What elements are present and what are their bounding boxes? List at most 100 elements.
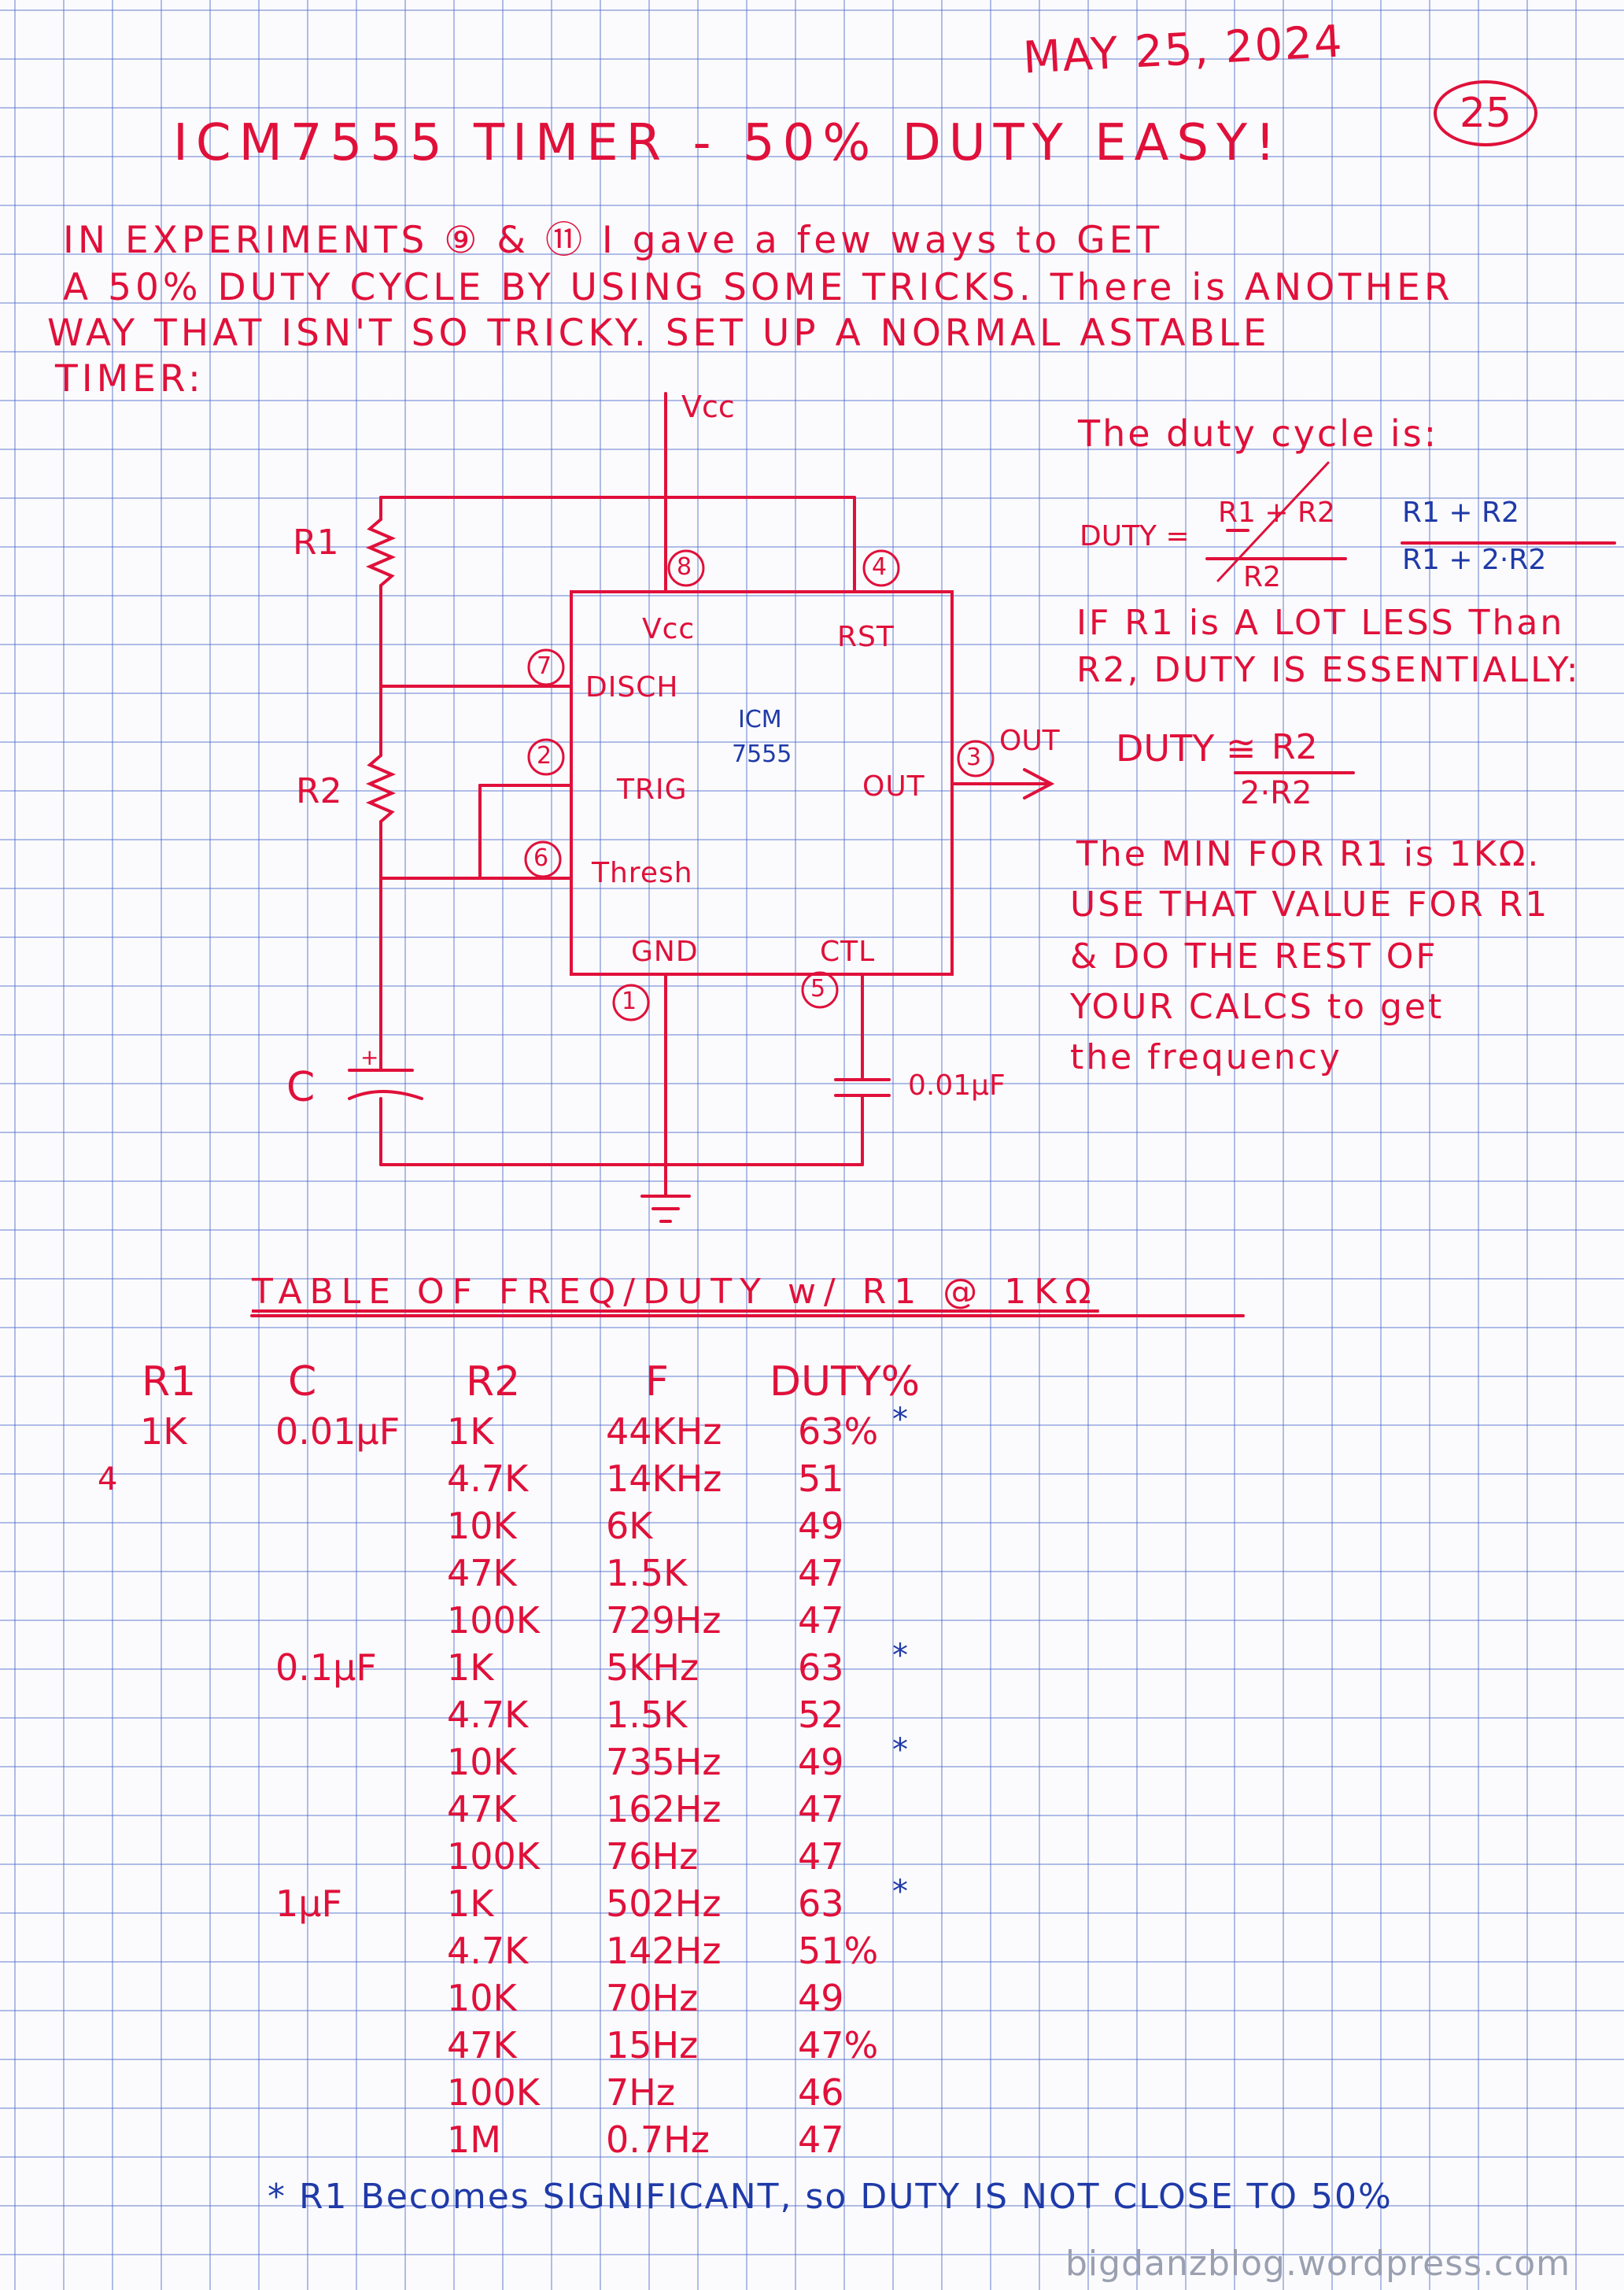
table-cell-r1: 1K [140, 1410, 187, 1453]
table-header-f: F [645, 1358, 669, 1405]
table-header-r2: R2 [466, 1358, 521, 1405]
table-cell-r2: 47K [447, 1788, 517, 1830]
table-cell-duty: 47 [798, 1835, 844, 1878]
table-cell-r2: 10K [447, 1977, 517, 2019]
table-cell-r2: 10K [447, 1505, 517, 1547]
table-cell-r2: 4.7K [447, 1457, 529, 1500]
approx-duty-label: DUTY ≅ [1116, 727, 1257, 770]
table-cell-r2: 100K [447, 1599, 540, 1642]
table-cell-c: 0.1µF [275, 1646, 377, 1689]
capacitor-c-label: C [286, 1064, 316, 1111]
table-cell-r2: 47K [447, 1552, 517, 1594]
pin-out-name: OUT [862, 770, 925, 803]
pin-trig-name: TRIG [617, 774, 688, 806]
table-cell-duty: 49 [798, 1505, 844, 1547]
table-cell-f: 735Hz [606, 1741, 722, 1783]
table-header-duty: DUTY% [770, 1358, 921, 1405]
pin-ctl-name: CTL [820, 936, 876, 968]
table-cell-duty: 47 [798, 1788, 844, 1830]
table-cell-duty: 46 [798, 2071, 844, 2114]
table-cell-duty: 51% [798, 1930, 879, 1972]
table-cell-f: 5KHz [606, 1646, 699, 1689]
watermark: bigdanzblog.wordpress.com [1065, 2244, 1571, 2284]
capacitor-plus-label: + [360, 1044, 379, 1070]
table-cell-f: 6K [606, 1505, 653, 1547]
duty-heading: The duty cycle is: [1078, 412, 1439, 455]
pin-rst-name: RST [837, 621, 895, 653]
pin-gnd-name: GND [631, 936, 699, 968]
fraction-2-numerator: R1 + R2 [1402, 497, 1519, 529]
pin-5-number: 5 [810, 975, 826, 1003]
table-header-r1: R1 [142, 1358, 197, 1405]
ctl-cap-value: 0.01µF [908, 1069, 1006, 1102]
table-cell-f: 1.5K [606, 1552, 688, 1594]
intro-line-4: TIMER: [55, 357, 205, 401]
pin-3-number: 3 [966, 744, 982, 771]
table-cell-c: 0.01µF [275, 1410, 400, 1453]
table-cell-r2: 1K [447, 1882, 494, 1925]
pin-6-number: 6 [533, 844, 549, 872]
table-cell-r2: 4.7K [447, 1930, 529, 1972]
table-cell-c: 1µF [275, 1882, 342, 1925]
table-cell-star: * [892, 1732, 908, 1768]
min-r1-line-5: the frequency [1070, 1037, 1342, 1077]
pin-vcc-name: Vcc [642, 613, 696, 645]
duty-equals-label: DUTY = [1080, 520, 1190, 552]
pin-4-number: 4 [872, 553, 888, 581]
table-cell-f: 76Hz [606, 1835, 699, 1878]
min-r1-line-4: YOUR CALCS to get [1070, 987, 1445, 1027]
table-cell-f: 1.5K [606, 1693, 688, 1736]
footnote: * R1 Becomes SIGNIFICANT, so DUTY IS NOT… [268, 2177, 1393, 2217]
min-r1-line-1: The MIN FOR R1 is 1KΩ. [1076, 834, 1541, 874]
table-cell-duty: 63 [798, 1646, 844, 1689]
table-cell-star: * [892, 1402, 908, 1438]
table-title: TABLE OF FREQ/DUTY w/ R1 @ 1KΩ [252, 1272, 1099, 1312]
table-cell-duty: 49 [798, 1741, 844, 1783]
table-cell-f: 729Hz [606, 1599, 722, 1642]
out-arrow-label: OUT [999, 725, 1060, 757]
table-cell-f: 7Hz [606, 2071, 676, 2114]
pin-8-number: 8 [677, 553, 692, 581]
table-cell-r2: 100K [447, 1835, 540, 1878]
pin-2-number: 2 [537, 742, 552, 770]
page-title: ICM7555 TIMER - 50% DUTY EASY! [173, 114, 1283, 172]
table-cell-f: 14KHz [606, 1457, 722, 1500]
ic-name-line-2: 7555 [732, 741, 792, 768]
table-cell-r2: 1M [447, 2118, 501, 2161]
vcc-supply-label: Vcc [681, 390, 735, 424]
fraction-2-denominator: R1 + 2·R2 [1402, 544, 1547, 576]
intro-line-3: WAY THAT ISN'T SO TRICKY. SET UP A NORMA… [47, 312, 1271, 355]
table-cell-r2: 1K [447, 1646, 494, 1689]
page-number-circle: 25 [1434, 80, 1537, 146]
table-cell-r2: 10K [447, 1741, 517, 1783]
table-cell-f: 15Hz [606, 2024, 699, 2067]
if-line-1: IF R1 is A LOT LESS Than [1076, 603, 1565, 643]
approx-denominator: 2·R2 [1240, 775, 1312, 811]
table-cell-duty: 63% [798, 1410, 879, 1453]
table-cell-duty: 52 [798, 1693, 844, 1736]
r2-label: R2 [296, 771, 342, 811]
table-cell-duty: 47 [798, 1552, 844, 1594]
table-cell-r2: 1K [447, 1410, 494, 1453]
table-cell-f: 70Hz [606, 1977, 699, 2019]
table-cell-duty: 47 [798, 1599, 844, 1642]
table-cell-duty: 51 [798, 1457, 844, 1500]
table-cell-star: * [892, 1638, 908, 1674]
pin-disch-name: DISCH [585, 671, 679, 704]
table-cell-f: 44KHz [606, 1410, 722, 1453]
min-r1-line-2: USE THAT VALUE FOR R1 [1070, 885, 1550, 925]
intro-line-1: IN EXPERIMENTS ⑨ & ⑪ I gave a few ways t… [63, 219, 1164, 262]
table-cell-duty: 47 [798, 2118, 844, 2161]
pin-thresh-name: Thresh [592, 857, 693, 889]
stray-mark-4: 4 [98, 1461, 118, 1498]
r1-label: R1 [293, 523, 339, 563]
table-cell-duty: 63 [798, 1882, 844, 1925]
table-cell-r2: 4.7K [447, 1693, 529, 1736]
approx-numerator: R2 [1272, 727, 1318, 767]
ic-name-line-1: ICM [738, 706, 782, 733]
table-cell-f: 162Hz [606, 1788, 722, 1830]
table-cell-f: 142Hz [606, 1930, 722, 1972]
intro-line-2: A 50% DUTY CYCLE BY USING SOME TRICKS. T… [63, 266, 1454, 309]
table-cell-r2: 100K [447, 2071, 540, 2114]
